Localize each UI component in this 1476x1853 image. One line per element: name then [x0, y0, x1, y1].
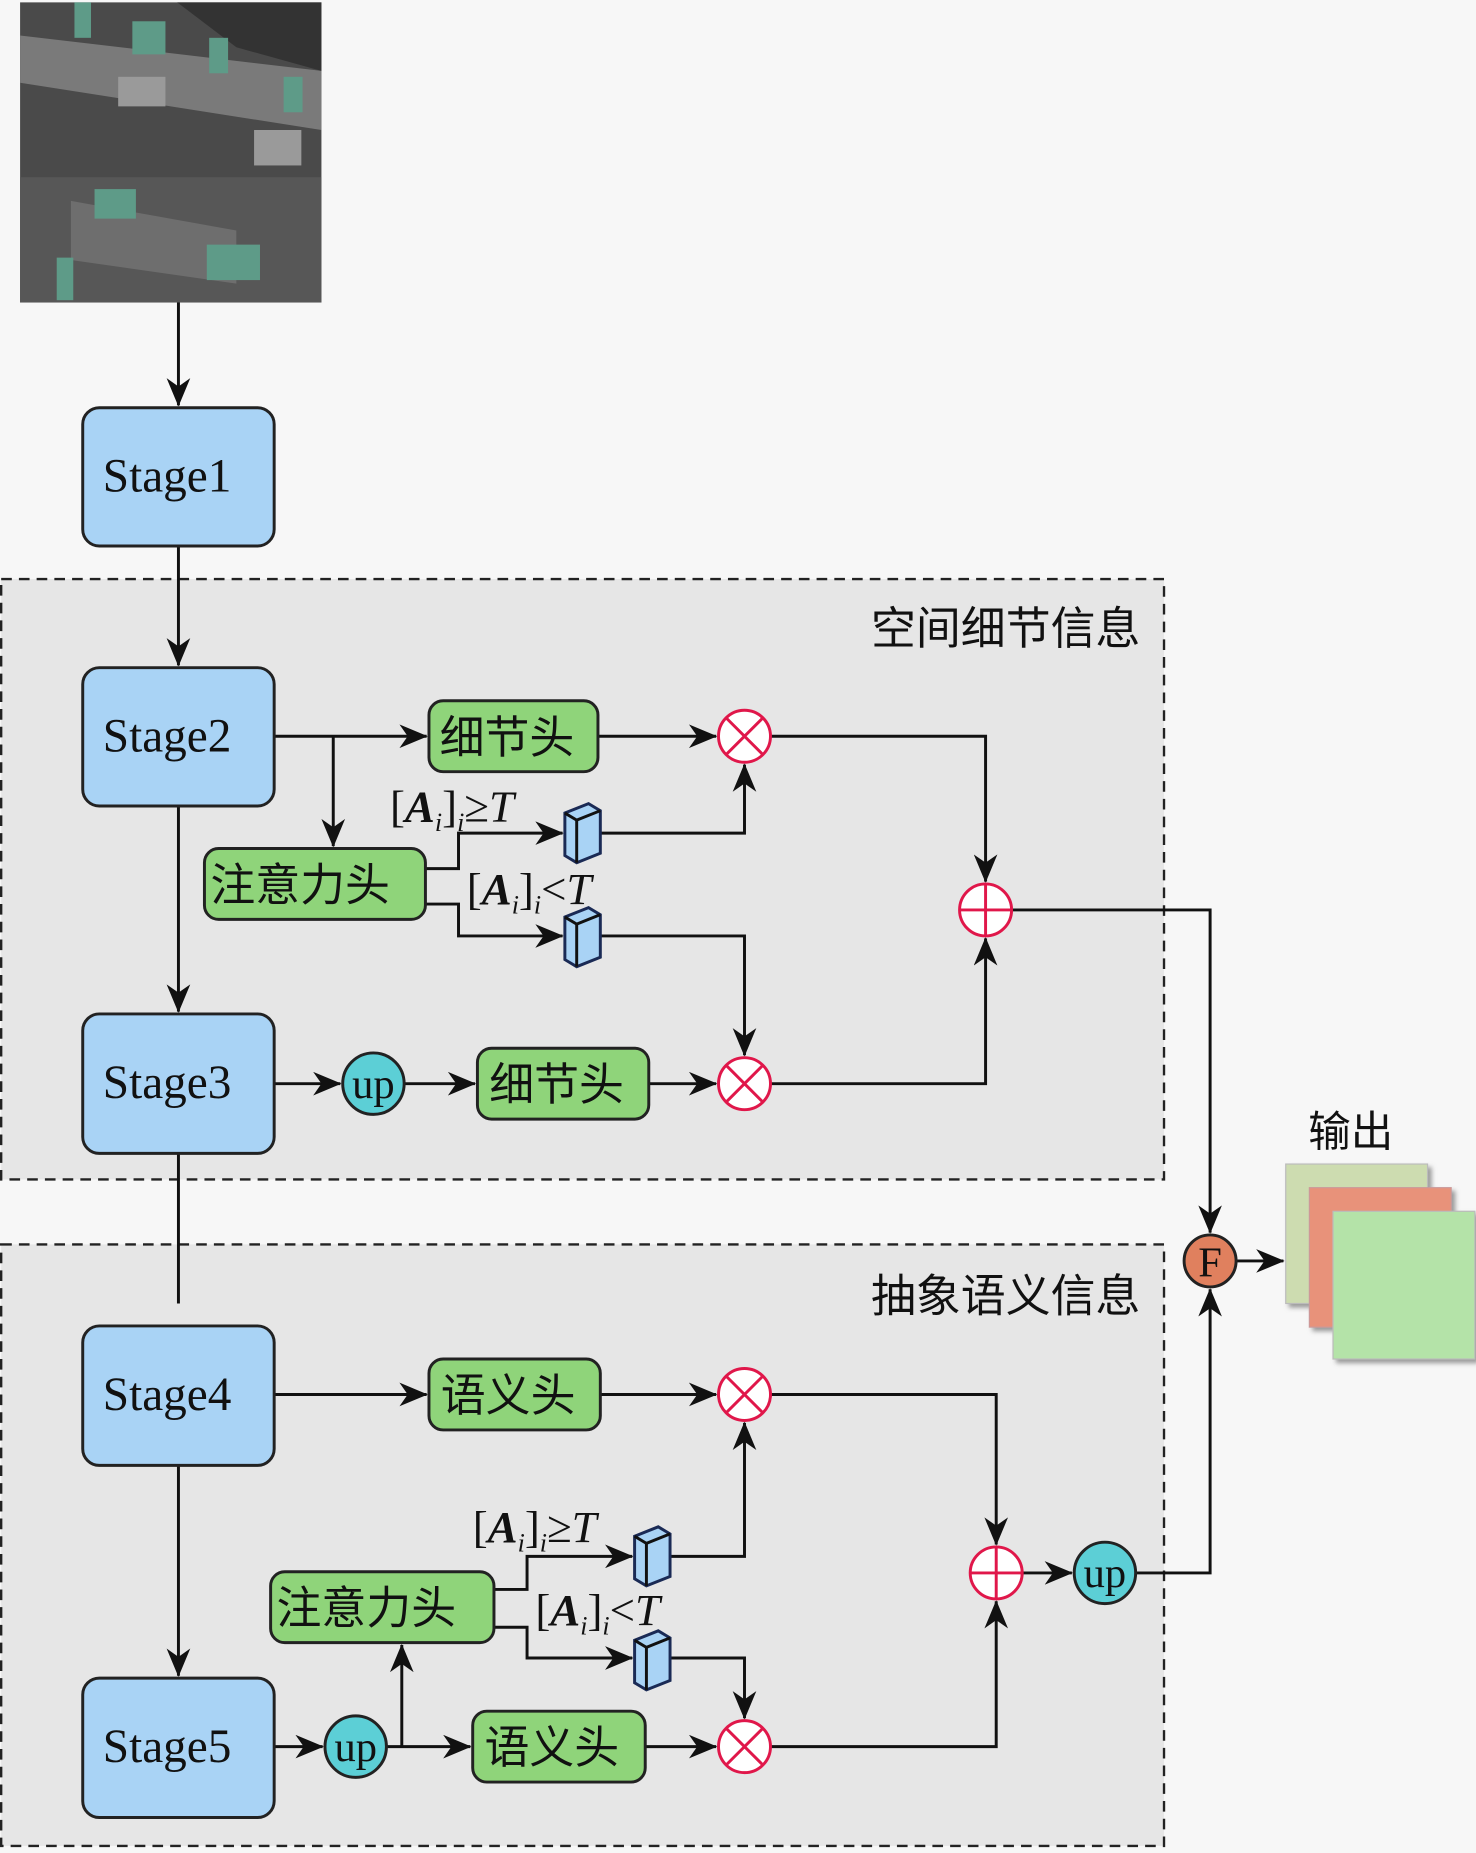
stage5-block: Stage5 — [81, 1676, 276, 1820]
svg-text:Stage3: Stage3 — [103, 1057, 232, 1109]
input-aerial-image — [20, 2, 322, 303]
condition-lt-1: [Ai]i<T — [467, 864, 595, 919]
multiply-icon — [717, 708, 772, 764]
spatial-detail-title: 空间细节信息 — [871, 602, 1140, 655]
semantic-title: 抽象语义信息 — [871, 1270, 1140, 1323]
condition-ge-1: [Ai]i≥T — [390, 781, 517, 836]
upsample-node-2: up — [323, 1714, 388, 1779]
svg-text:Stage5: Stage5 — [103, 1721, 232, 1773]
svg-text:语义头: 语义头 — [485, 1721, 620, 1774]
output-label: 输出 — [1308, 1108, 1393, 1157]
condition-lt-2: [Ai]i<T — [535, 1585, 663, 1640]
svg-text:F: F — [1198, 1239, 1222, 1286]
multiply-icon — [717, 1056, 772, 1112]
svg-text:up: up — [352, 1061, 395, 1108]
fusion-node: F — [1182, 1233, 1238, 1289]
output-feature-maps — [1285, 1163, 1476, 1360]
multiply-icon — [717, 1719, 772, 1775]
multiply-icon — [717, 1366, 772, 1422]
svg-text:注意力头: 注意力头 — [277, 1582, 457, 1635]
svg-text:up: up — [1084, 1550, 1127, 1597]
attention-head-2: 注意力头 — [269, 1570, 496, 1645]
feature-block-ge-1 — [563, 801, 602, 865]
svg-text:细节头: 细节头 — [489, 1058, 624, 1111]
detail-head-2: 细节头 — [475, 1046, 651, 1121]
svg-text:注意力头: 注意力头 — [210, 859, 390, 912]
stage3-block: Stage3 — [81, 1012, 276, 1155]
add-icon — [958, 882, 1014, 938]
detail-head-1: 细节头 — [427, 699, 600, 774]
svg-text:Stage1: Stage1 — [103, 451, 232, 503]
svg-text:Stage2: Stage2 — [103, 711, 232, 763]
connectors — [166, 302, 1285, 1759]
svg-text:细节头: 细节头 — [440, 711, 575, 764]
stage4-block: Stage4 — [81, 1324, 276, 1467]
stage2-block: Stage2 — [81, 666, 276, 808]
feature-block-ge-2 — [633, 1525, 672, 1588]
svg-text:up: up — [334, 1724, 377, 1771]
upsample-node-1: up — [341, 1051, 406, 1116]
feature-block-lt-1 — [563, 905, 602, 969]
condition-ge-2: [Ai]i≥T — [473, 1502, 600, 1557]
add-icon — [968, 1545, 1024, 1601]
stage1-block: Stage1 — [81, 406, 276, 548]
upsample-node-3: up — [1072, 1540, 1138, 1606]
svg-text:Stage4: Stage4 — [103, 1369, 232, 1421]
attention-head-1: 注意力头 — [202, 847, 427, 921]
semantic-head-1: 语义头 — [427, 1357, 602, 1432]
svg-text:语义头: 语义头 — [441, 1369, 576, 1422]
semantic-head-2: 语义头 — [471, 1709, 647, 1784]
feature-block-lt-2 — [633, 1629, 672, 1692]
